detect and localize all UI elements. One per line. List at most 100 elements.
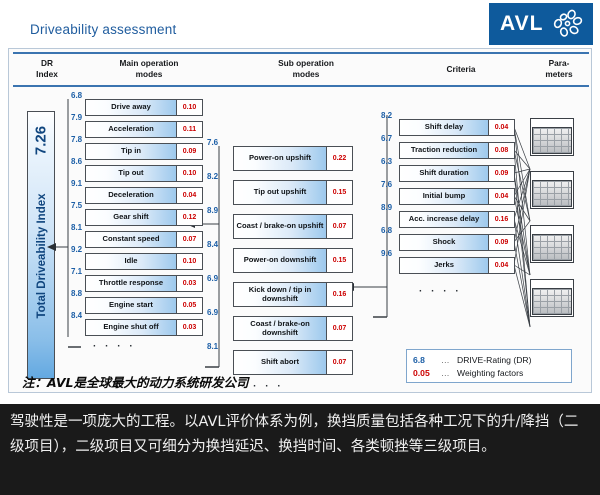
main-mode-box-idle[interactable]: Idle 0.10 [85,253,203,270]
sub-mode-box-shift-abort[interactable]: Shift abort 0.07 [233,350,353,375]
main-mode-score: 7.8 [71,135,83,144]
chinese-note: 注：AVL是全球最大的动力系统研发公司 [22,375,249,390]
parameter-table-4[interactable] [530,279,574,317]
column-header-main-line2: modes [135,69,163,79]
sub-mode-weight: 0.22 [326,147,352,170]
criteria-box-shock[interactable]: Shock 0.09 [399,234,515,251]
main-mode-label: Tip out [118,168,144,178]
page-title: Driveability assessment [30,22,177,37]
sub-mode-label: Coast / brake-on downshift [250,319,310,337]
main-mode-weight: 0.10 [176,100,202,115]
sub-mode-score: 6.9 [207,308,219,317]
main-mode-box-throttle-response[interactable]: Throttle response 0.03 [85,275,203,292]
main-mode-box-tip-in[interactable]: Tip in 0.09 [85,143,203,160]
criteria-label: Shift duration [419,168,469,178]
driveability-diagram-panel: DR Index Main operation modes Sub operat… [8,48,592,393]
sub-mode-box-tip-out-upshift[interactable]: Tip out upshift 0.15 [233,180,353,205]
criteria-box-acc-increase-delay[interactable]: Acc. increase delay 0.16 [399,211,515,228]
column-header-parameters-line1: Para- [548,58,570,68]
total-driveability-index-box: 7.26 Total Driveability Index [27,111,55,379]
criteria-ellipsis: · · · · [419,286,462,297]
parameter-table-1[interactable] [530,118,574,156]
column-header-sub-line1: Sub operation [278,58,334,68]
sub-mode-box-coast-brake-on-downshift[interactable]: Coast / brake-on downshift 0.07 [233,316,353,341]
total-driveability-index-label: Total Driveability Index [36,193,48,319]
criteria-weight: 0.04 [488,189,514,204]
column-header-sub-line2: modes [292,69,320,79]
main-mode-box-deceleration[interactable]: Deceleration 0.04 [85,187,203,204]
criteria-score: 8.9 [381,203,393,212]
column-header-dr-index: DR Index [19,58,75,80]
criteria-label: Shock [432,237,456,247]
main-mode-label: Tip in [120,146,142,156]
legend-dots: … [441,354,450,365]
sub-mode-label: Shift abort [261,357,299,367]
main-mode-score: 7.5 [71,201,83,210]
column-header-dr-index-line2: Index [36,69,58,79]
main-mode-weight: 0.09 [176,144,202,159]
legend-key-dr-rating: 6.8 [413,354,425,365]
criteria-weight: 0.09 [488,235,514,250]
criteria-weight: 0.09 [488,166,514,181]
main-mode-box-engine-start[interactable]: Engine start 0.05 [85,297,203,314]
sub-mode-score: 8.2 [207,172,219,181]
main-mode-label: Acceleration [108,124,154,134]
criteria-box-shift-duration[interactable]: Shift duration 0.09 [399,165,515,182]
legend-row-weighting-factors: 0.05 … Weighting factors [413,366,565,379]
criteria-box-initial-bump[interactable]: Initial bump 0.04 [399,188,515,205]
sub-mode-score: 8.1 [207,342,219,351]
legend-dots: … [441,367,450,378]
criteria-weight: 0.16 [488,212,514,227]
main-mode-weight: 0.10 [176,254,202,269]
criteria-box-shift-delay[interactable]: Shift delay 0.04 [399,119,515,136]
main-mode-weight: 0.10 [176,166,202,181]
main-mode-weight: 0.12 [176,210,202,225]
criteria-box-jerks[interactable]: Jerks 0.04 [399,257,515,274]
sub-mode-label: Tip out upshift [253,187,307,197]
column-header-sub-operation-modes: Sub operation modes [231,58,381,80]
sub-mode-weight: 0.07 [326,215,352,238]
parameter-table-grid [532,234,572,261]
criteria-score: 7.6 [381,180,393,189]
criteria-box-traction-reduction[interactable]: Traction reduction 0.08 [399,142,515,159]
criteria-label: Shift delay [424,122,464,132]
main-mode-score: 7.1 [71,267,83,276]
bottom-caption: 驾驶性是一项庞大的工程。以AVL评价体系为例，换挡质量包括各种工况下的升/降挡（… [0,404,600,495]
parameter-table-2[interactable] [530,171,574,209]
criteria-score: 9.6 [381,249,393,258]
main-mode-weight: 0.11 [176,122,202,137]
sub-mode-box-power-on-upshift[interactable]: Power-on upshift 0.22 [233,146,353,171]
parameter-table-3[interactable] [530,225,574,263]
criteria-score: 6.8 [381,226,393,235]
main-mode-weight: 0.07 [176,232,202,247]
parameter-table-grid [532,127,572,154]
main-mode-score: 7.9 [71,113,83,122]
sub-mode-box-coast-brake-on-upshift[interactable]: Coast / brake-on upshift 0.07 [233,214,353,239]
main-mode-label: Gear shift [113,212,149,222]
column-header-criteria: Criteria [446,64,476,74]
main-mode-box-drive-away[interactable]: Drive away 0.10 [85,99,203,116]
criteria-score: 6.3 [381,157,393,166]
main-mode-label: Engine shut off [103,322,159,332]
main-mode-label: Drive away [111,102,151,112]
header-rule-bottom [13,85,589,87]
main-mode-box-acceleration[interactable]: Acceleration 0.11 [85,121,203,138]
sub-mode-weight: 0.07 [326,317,352,340]
main-mode-score: 8.6 [71,157,83,166]
column-header-dr-index-line1: DR [41,58,53,68]
main-mode-box-tip-out[interactable]: Tip out 0.10 [85,165,203,182]
sub-mode-box-kick-down-tip-in-downshift[interactable]: Kick down / tip in downshift 0.16 [233,282,353,307]
main-mode-box-engine-shut-off[interactable]: Engine shut off 0.03 [85,319,203,336]
sub-mode-score: 8.9 [207,206,219,215]
sub-mode-label: Kick down / tip in downshift [248,285,312,303]
main-mode-box-gear-shift[interactable]: Gear shift 0.12 [85,209,203,226]
criteria-weight: 0.04 [488,120,514,135]
header-rule-top [13,52,589,54]
sub-mode-score: 8.4 [207,240,219,249]
sub-mode-box-power-on-downshift[interactable]: Power-on downshift 0.15 [233,248,353,273]
main-mode-score: 8.4 [71,311,83,320]
main-mode-label: Deceleration [108,190,154,200]
main-mode-weight: 0.03 [176,276,202,291]
main-mode-box-constant-speed[interactable]: Constant speed 0.07 [85,231,203,248]
main-mode-weight: 0.03 [176,320,202,335]
